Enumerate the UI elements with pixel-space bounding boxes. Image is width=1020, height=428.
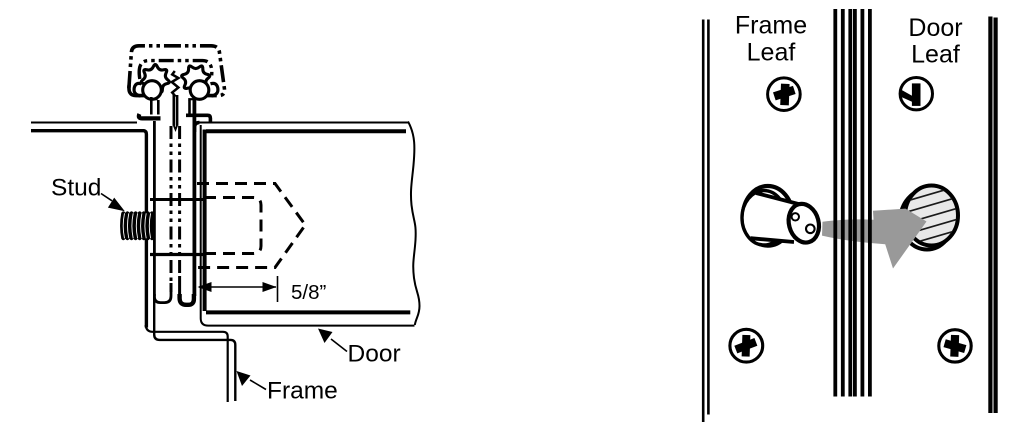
svg-text:Frame: Frame <box>267 378 338 405</box>
svg-text:Door: Door <box>908 14 962 42</box>
svg-text:Stud: Stud <box>51 175 101 202</box>
svg-text:Frame: Frame <box>735 12 807 40</box>
svg-text:Door: Door <box>348 341 401 368</box>
svg-text:5/8”: 5/8” <box>291 281 326 304</box>
svg-text:Leaf: Leaf <box>911 41 960 69</box>
svg-text:Leaf: Leaf <box>747 39 796 67</box>
